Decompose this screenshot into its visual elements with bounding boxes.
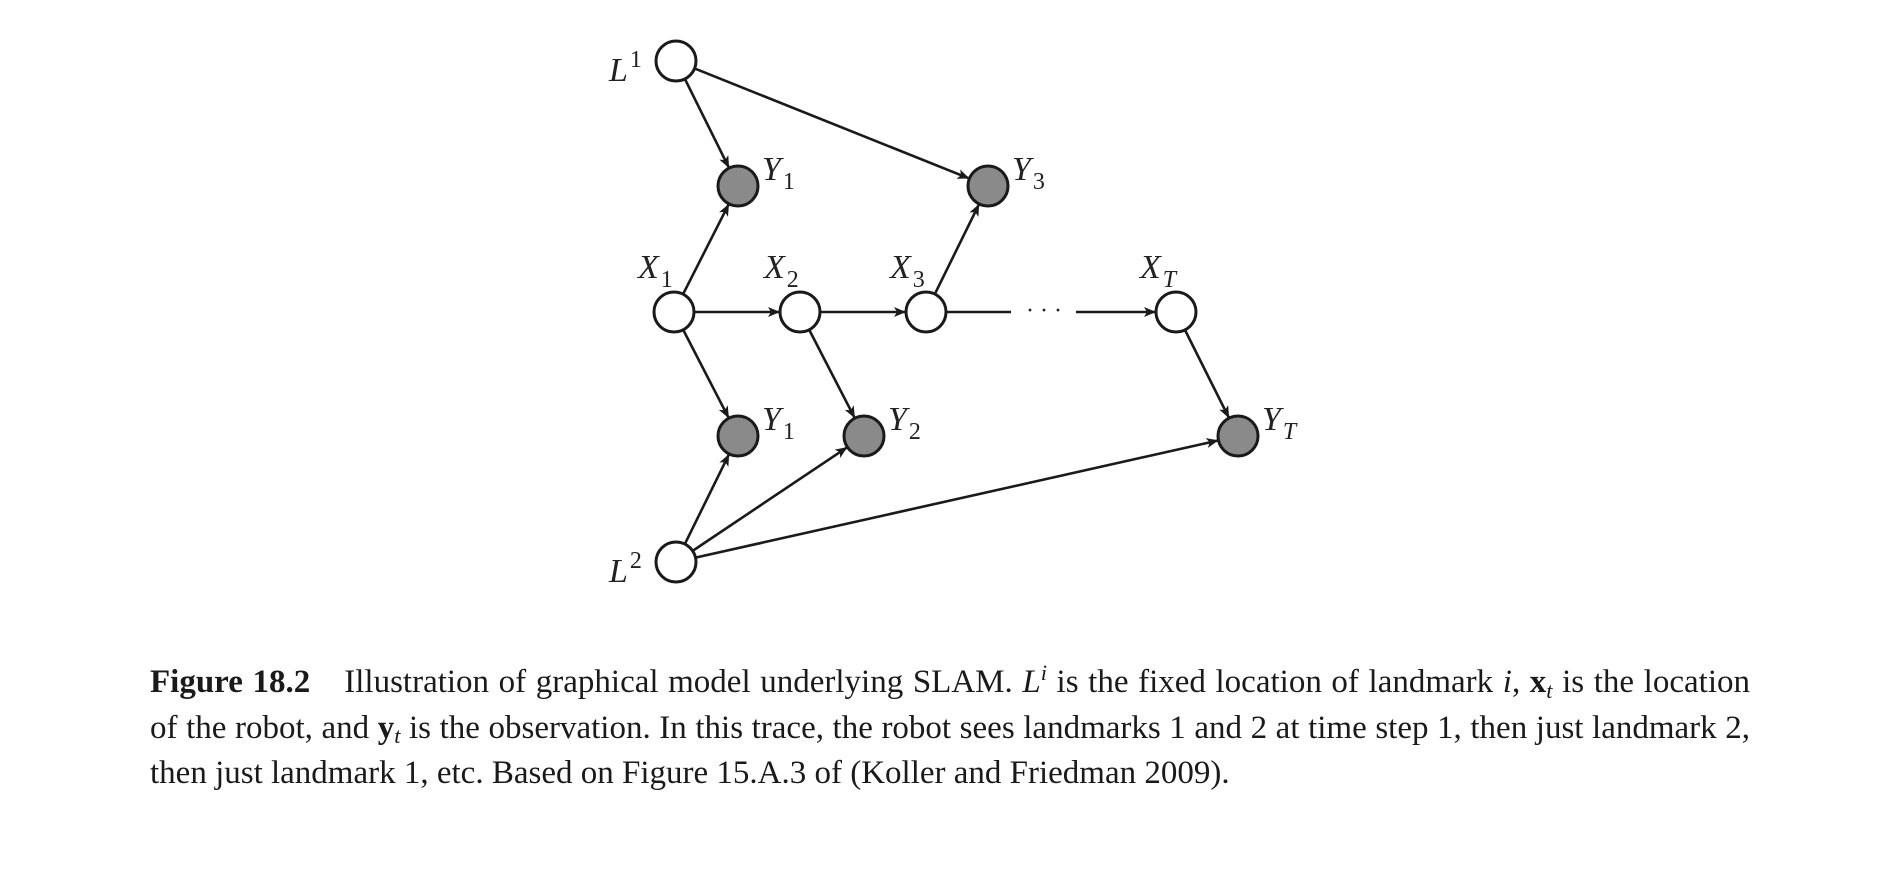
node-Y2-observed — [842, 414, 886, 458]
label-Y3: Y3 — [1012, 151, 1045, 195]
math-x-bold: x — [1529, 664, 1547, 700]
caption-text-5: is the observation. In this trace, the r… — [150, 709, 1750, 792]
edge-XT-to-YT — [1183, 329, 1230, 419]
edge-X1-to-Y1_top — [681, 203, 730, 295]
edge-L1-to-Y3 — [694, 67, 970, 180]
caption-text-1: Illustration of graphical model underlyi… — [344, 664, 1023, 700]
node-X2-hidden — [778, 290, 822, 334]
caption-text-2: is the fixed location of landmark — [1046, 664, 1503, 700]
node-Y1_bot-observed — [716, 414, 760, 458]
label-X2: X2 — [762, 249, 799, 293]
math-i: i — [1502, 664, 1512, 700]
label-YT: YT — [1262, 401, 1298, 445]
figure-caption: Figure 18.2 Illustration of graphical mod… — [150, 660, 1750, 797]
edge-X3-to-Y3 — [933, 203, 980, 295]
math-i-superscript: i — [1040, 659, 1047, 685]
label-XT: XT — [1138, 249, 1178, 293]
edge-X1-to-Y1_bot — [682, 329, 730, 419]
node-X3-hidden — [904, 290, 948, 334]
edge-L2-to-Y1_bot — [683, 453, 730, 545]
node-YT-observed — [1216, 414, 1260, 458]
edge-L1-to-Y1_top — [683, 78, 730, 169]
node-XT-hidden — [1154, 290, 1198, 334]
math-y-bold: y — [377, 709, 395, 746]
node-L1-hidden — [654, 39, 698, 83]
label-Y1_top: Y1 — [762, 151, 795, 195]
edge-X2-to-Y2 — [808, 329, 856, 419]
edge-L2-to-YT — [695, 438, 1219, 559]
node-X1-hidden — [652, 290, 696, 334]
node-Y3-observed — [966, 164, 1010, 208]
edges — [681, 67, 1230, 559]
math-t-subscript-1: t — [1546, 677, 1553, 703]
caption-text-4: is the location of the robot, and — [150, 664, 1750, 746]
label-Y2: Y2 — [888, 401, 921, 445]
math-L: L — [1022, 664, 1041, 700]
label-X1: X1 — [636, 249, 673, 293]
figure-label: Figure 18.2 — [150, 664, 311, 700]
ellipsis: · · · — [1026, 298, 1062, 324]
caption-text-3: , — [1511, 664, 1530, 700]
label-X3: X3 — [888, 249, 925, 293]
label-L2: L2 — [608, 548, 642, 590]
label-Y1_bot: Y1 — [762, 401, 795, 445]
math-t-subscript-2: t — [394, 723, 401, 749]
node-L2-hidden — [654, 540, 698, 584]
edge-L2-to-Y2 — [691, 446, 848, 552]
nodes — [652, 39, 1260, 584]
label-L1: L1 — [608, 47, 642, 89]
node-Y1_top-observed — [716, 164, 760, 208]
